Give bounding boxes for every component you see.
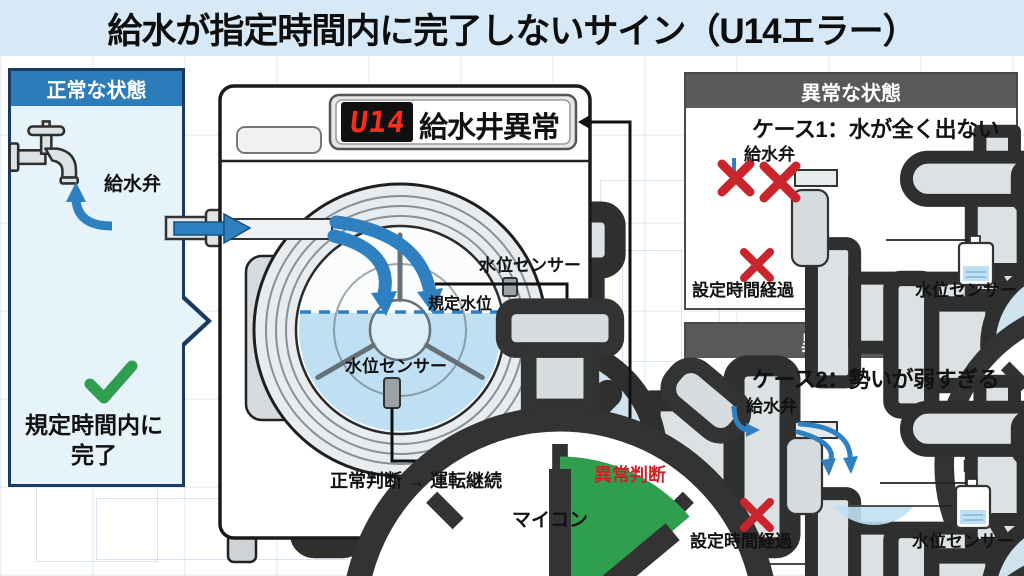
- normal-caption-line2: 完了: [71, 442, 117, 468]
- water-level-label: 規定水位: [428, 296, 493, 313]
- case1-timer-label: 設定時間経過: [692, 281, 794, 300]
- case2-timer-label: 設定時間経過: [690, 532, 792, 551]
- normal-caption-line1: 規定時間内に: [25, 412, 163, 438]
- case2-sensor-label: 水位センサー: [912, 532, 1014, 551]
- sensor-top-label: 水位センサー: [479, 256, 581, 275]
- page-title: 給水が指定時間内に完了しないサイン（U14エラー）: [0, 0, 1024, 56]
- valve-label: 給水弁: [104, 174, 162, 195]
- chip-label: マイコン: [512, 510, 589, 531]
- case1-valve-label: 給水弁: [744, 145, 795, 164]
- abnormal-case1-panel: 異常な状態: [684, 72, 1018, 310]
- bg-trace: [622, 250, 682, 448]
- panel-pointer-fill: [182, 299, 206, 343]
- case1-sensor-label: 水位センサー: [915, 281, 1017, 300]
- error-display-text: 給水井異常: [419, 112, 560, 144]
- abnormal-case2-header: 異常な状態: [686, 324, 1016, 358]
- normal-state-header: 正常な状態: [11, 71, 182, 106]
- case2-title: ケース2：勢いが弱すぎる: [752, 367, 1000, 392]
- sensor-bottom-label: 水位センサー: [345, 357, 447, 376]
- error-code-display: U14: [348, 105, 408, 139]
- abnormal-case1-header: 異常な状態: [686, 74, 1016, 108]
- normal-flow-label: 正常判断 → 運転継続: [330, 471, 503, 491]
- abnormal-label: 異常判断: [594, 465, 666, 485]
- case2-valve-label: 給水弁: [746, 397, 797, 416]
